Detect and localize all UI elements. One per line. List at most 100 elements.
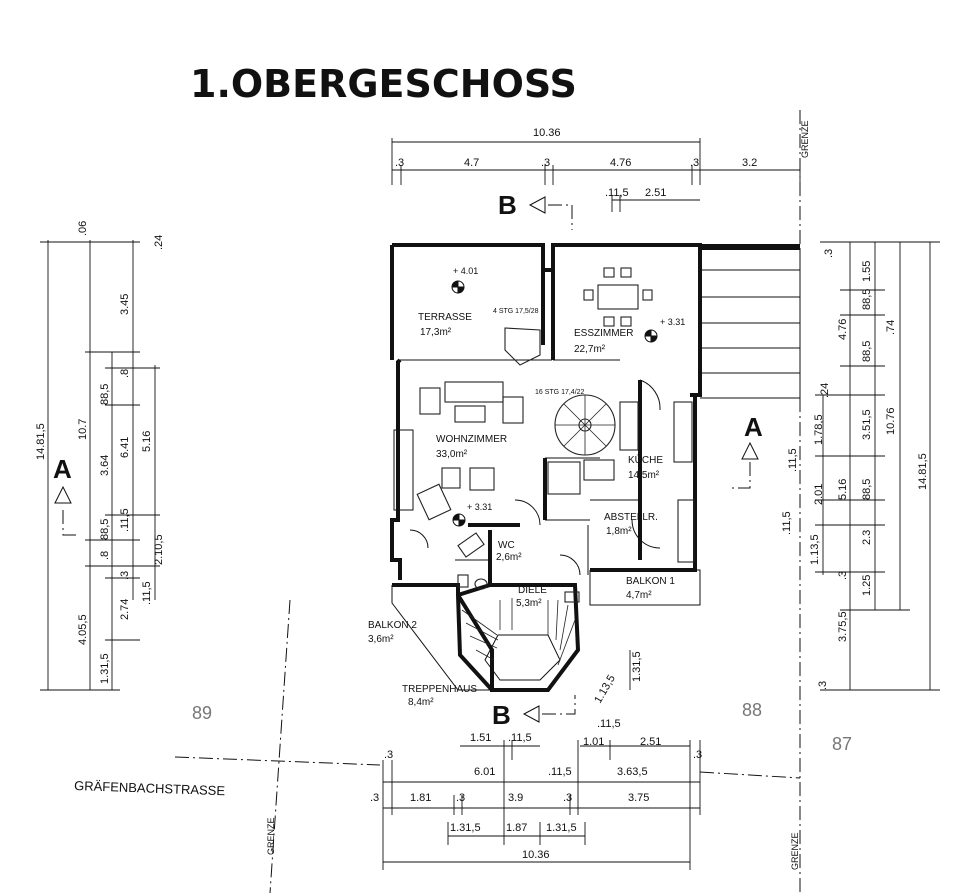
room-area-wohnzimmer: 33,0m²: [436, 449, 468, 460]
room-area-treppenhaus: 8,4m²: [408, 697, 434, 708]
dim-bottom-13: .3: [456, 792, 465, 804]
dim-right-3: 4.76: [837, 319, 849, 340]
section-a-right: A: [744, 412, 763, 442]
dim-right-20: 3.75,5: [837, 611, 849, 642]
dim-top-3: 4.76: [610, 157, 631, 169]
dim-bottom-1: 1.51: [470, 732, 491, 744]
dim-bottom-0: .3: [384, 749, 393, 761]
room-name-esszimmer: ESSZIMMER: [574, 328, 633, 339]
dim-right-10: 14.81,5: [917, 453, 929, 490]
dim-top-6: 10.36: [533, 127, 561, 139]
room-name-abstellraum: ABSTELLR.: [604, 512, 658, 523]
dim-top-2: .3: [541, 157, 550, 169]
dim-top-5: 3.2: [742, 157, 757, 169]
room-name-wohnzimmer: WOHNZIMMER: [436, 434, 507, 445]
level-esszimmer: + 3.31: [660, 317, 685, 327]
dim-left-2: .06: [77, 221, 89, 236]
lot-number-88: 88: [742, 700, 762, 720]
dim-bottom-2: .11,5: [508, 732, 532, 744]
room-name-kueche: KÜCHE: [628, 454, 663, 466]
dim-bottom-16: 3.75: [628, 792, 649, 804]
dim-left-12: .8: [99, 551, 111, 560]
dim-bottom-10: 3.63,5: [617, 766, 648, 778]
room-area-balkon-1: 4,7m²: [626, 590, 652, 601]
dim-left-4: 3.45: [119, 294, 131, 315]
stair-note-terrasse: 4 STG 17,5/28: [493, 308, 539, 315]
dim-left-1: 10.7: [77, 419, 89, 440]
furniture: [416, 267, 695, 666]
dim-right-2: 88,5: [861, 289, 873, 310]
dim-right-11: .11,5: [787, 448, 799, 472]
lot-number-89: 89: [192, 703, 212, 723]
dim-left-15: 2.74: [119, 599, 131, 620]
plan-title: 1.OBERGESCHOSS: [190, 62, 577, 106]
room-name-balkon-2: BALKON 2: [368, 620, 417, 631]
boundary-label-bottom-left: GRENZE: [266, 817, 276, 855]
section-b-top: B: [498, 190, 517, 220]
dim-right-16: 1.13,5: [809, 534, 821, 565]
boundary-label-top: GRENZE: [800, 120, 810, 158]
room-labels: TERRASSE 17,3m² ESSZIMMER 22,7m² WOHNZIM…: [368, 266, 685, 708]
dim-left-3: .24: [153, 235, 165, 250]
dim-bottom-6: .3: [693, 749, 702, 761]
dim-right-5: 88,5: [861, 341, 873, 362]
dim-right-18: .3: [837, 571, 849, 580]
dim-bottom-3: .11,5: [597, 718, 621, 730]
room-name-diele: DIELE: [518, 585, 547, 596]
room-name-balkon-1: BALKON 1: [626, 576, 675, 587]
dim-right-9: 10.76: [885, 407, 897, 435]
dim-bottom-19: 1.31,5: [546, 822, 577, 834]
level-wohnzimmer: + 3.31: [467, 502, 492, 512]
section-b-bottom: B: [492, 700, 511, 730]
dim-left-10: 88,5: [99, 519, 111, 540]
room-area-kueche: 14,5m²: [628, 470, 660, 481]
room-area-balkon-2: 3,6m²: [368, 634, 394, 645]
room-name-wc: WC: [498, 540, 515, 551]
dim-bottom-15: .3: [563, 792, 572, 804]
dim-right-17: 2.3: [861, 530, 873, 545]
dim-bottom-4: 1.01: [583, 736, 604, 748]
dim-left-5: .8: [119, 369, 131, 378]
dim-right-4: .74: [885, 320, 897, 335]
dim-left-9: 5.16: [141, 431, 153, 452]
dim-bottom-7: .3: [370, 792, 379, 804]
building-walls: [390, 243, 801, 692]
dim-top-7: .11,5: [605, 187, 629, 199]
dim-left-11: .11,5: [119, 508, 131, 532]
lot-number-87: 87: [832, 734, 852, 754]
property-lines: [174, 110, 801, 893]
dim-right-7: 1.78,5: [813, 414, 825, 445]
dim-top-0: .3: [395, 157, 404, 169]
room-name-treppenhaus: TREPPENHAUS: [402, 684, 477, 695]
room-area-abstellraum: 1,8m²: [606, 526, 632, 537]
dimension-lines: [40, 138, 940, 870]
dim-left-7: 3.64: [99, 455, 111, 476]
dim-right-13: 2.01: [813, 484, 825, 505]
dim-left-13: 2.10,5: [153, 534, 165, 565]
level-markers: [451, 280, 658, 527]
dim-left-17: 4.05,5: [77, 614, 89, 645]
dim-bottom-12: 1.81: [410, 792, 431, 804]
dimension-labels: .3 4.7 .3 4.76 .3 3.2 10.36 .11,5 2.51 .…: [35, 127, 929, 861]
dim-misc-1: 1.13,5: [592, 673, 618, 705]
dim-right-1: 1.55: [861, 261, 873, 282]
street-name: GRÄFENBACHSTRASSE: [74, 778, 226, 798]
dim-bottom-17: 1.31,5: [450, 822, 481, 834]
dim-right-12: 5.16: [837, 479, 849, 500]
dim-left-14: .3: [119, 571, 131, 580]
dim-bottom-9: .11,5: [548, 766, 572, 778]
dim-left-8: 6.41: [119, 437, 131, 458]
room-area-diele: 5,3m²: [516, 598, 542, 609]
stair-note-spiral: 16 STG 17,4/22: [535, 389, 585, 396]
section-a-left: A: [53, 454, 72, 484]
level-terrasse: + 4.01: [453, 266, 478, 276]
room-area-esszimmer: 22,7m²: [574, 344, 606, 355]
dim-right-14: 88,5: [861, 479, 873, 500]
dim-right-6: .24: [819, 383, 831, 398]
dim-bottom-8: 6.01: [474, 766, 495, 778]
dim-left-6: 88,5: [99, 384, 111, 405]
room-name-terrasse: TERRASSE: [418, 312, 472, 323]
dim-bottom-14: 3.9: [508, 792, 523, 804]
